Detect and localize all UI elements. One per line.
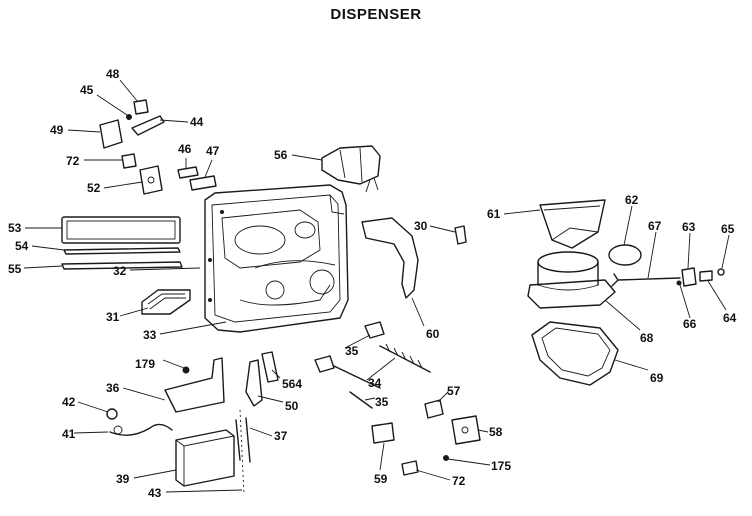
part-drip-tray (141, 289, 191, 315)
callout-175: 175 (491, 459, 511, 473)
callout-42: 42 (62, 395, 76, 409)
callout-53: 53 (8, 221, 22, 235)
part-bracket-60 (361, 217, 419, 299)
callout-54: 54 (15, 239, 29, 253)
part-rod-67 (617, 277, 681, 281)
part-strip-54 (63, 247, 181, 255)
callout-62: 62 (625, 193, 639, 207)
part-bracket-49 (99, 119, 123, 149)
part-35-upper (364, 321, 385, 339)
callout-61: 61 (487, 207, 501, 221)
part-64 (699, 270, 713, 282)
callout-36: 36 (106, 381, 120, 395)
part-45 (126, 114, 132, 120)
callout-55: 55 (8, 262, 22, 276)
callout-41: 41 (62, 427, 76, 441)
callout-31: 31 (106, 310, 120, 324)
part-rod-43 (239, 409, 245, 495)
part-57 (424, 399, 444, 419)
callout-32: 32 (113, 264, 127, 278)
callout-30: 30 (414, 219, 428, 233)
callout-33: 33 (143, 328, 157, 342)
callout-56: 56 (274, 148, 288, 162)
part-72-upper (121, 153, 137, 169)
callout-68: 68 (640, 331, 654, 345)
callout-45: 45 (80, 83, 94, 97)
callout-48: 48 (106, 67, 120, 81)
callout-35-lower: 35 (375, 395, 389, 409)
callout-50: 50 (285, 399, 299, 413)
callout-69: 69 (650, 371, 664, 385)
part-46 (177, 166, 199, 179)
part-arm-50 (245, 359, 263, 407)
part-37 (235, 417, 251, 463)
leader-lines (23, 79, 730, 493)
part-65 (717, 268, 725, 276)
part-panel-53 (61, 216, 181, 244)
part-bracket-36 (164, 357, 225, 413)
callout-564: 564 (282, 377, 302, 391)
dispenser-housing (204, 184, 349, 333)
callout-65: 65 (721, 222, 735, 236)
callout-34: 34 (368, 376, 382, 390)
callout-49: 49 (50, 123, 64, 137)
part-motor-56 (321, 145, 381, 193)
part-disc-62 (608, 244, 642, 266)
part-clip-30 (454, 225, 467, 245)
callout-37: 37 (274, 429, 288, 443)
callout-59: 59 (374, 472, 388, 486)
part-42 (106, 408, 118, 420)
callout-179: 179 (135, 357, 155, 371)
part-chute-61 (539, 199, 606, 249)
part-175 (443, 455, 449, 461)
callout-47: 47 (206, 144, 220, 158)
callout-57: 57 (447, 384, 461, 398)
part-47 (189, 175, 217, 191)
callout-72-upper: 72 (66, 154, 80, 168)
part-48 (133, 99, 149, 115)
part-strip-55 (61, 261, 183, 270)
part-box-39 (175, 429, 235, 487)
part-564 (261, 351, 279, 383)
callout-60: 60 (426, 327, 440, 341)
part-lever-44 (131, 115, 165, 136)
callout-64: 64 (723, 311, 737, 325)
callout-67: 67 (648, 219, 662, 233)
part-housing-68 (527, 251, 616, 309)
part-wire-41 (109, 423, 173, 436)
part-66 (676, 280, 682, 286)
callout-35-upper: 35 (345, 344, 359, 358)
callout-66: 66 (683, 317, 697, 331)
part-plate-52 (139, 165, 163, 195)
callout-44: 44 (190, 115, 204, 129)
part-59 (371, 422, 395, 444)
part-179 (182, 366, 190, 374)
callout-labels: 48 45 44 49 72 46 47 52 56 53 54 55 32 3… (8, 67, 737, 500)
callout-63: 63 (682, 220, 696, 234)
callout-58: 58 (489, 425, 503, 439)
part-58 (451, 415, 481, 445)
callout-39: 39 (116, 472, 130, 486)
part-tray-69 (531, 321, 619, 386)
callout-43: 43 (148, 486, 162, 500)
callout-46: 46 (178, 142, 192, 156)
diagram-title: DISPENSER (330, 6, 422, 23)
callout-72-lower: 72 (452, 474, 466, 488)
part-72-lower (401, 460, 419, 476)
callout-52: 52 (87, 181, 101, 195)
part-63 (681, 267, 697, 287)
part-35-lower (314, 355, 335, 373)
